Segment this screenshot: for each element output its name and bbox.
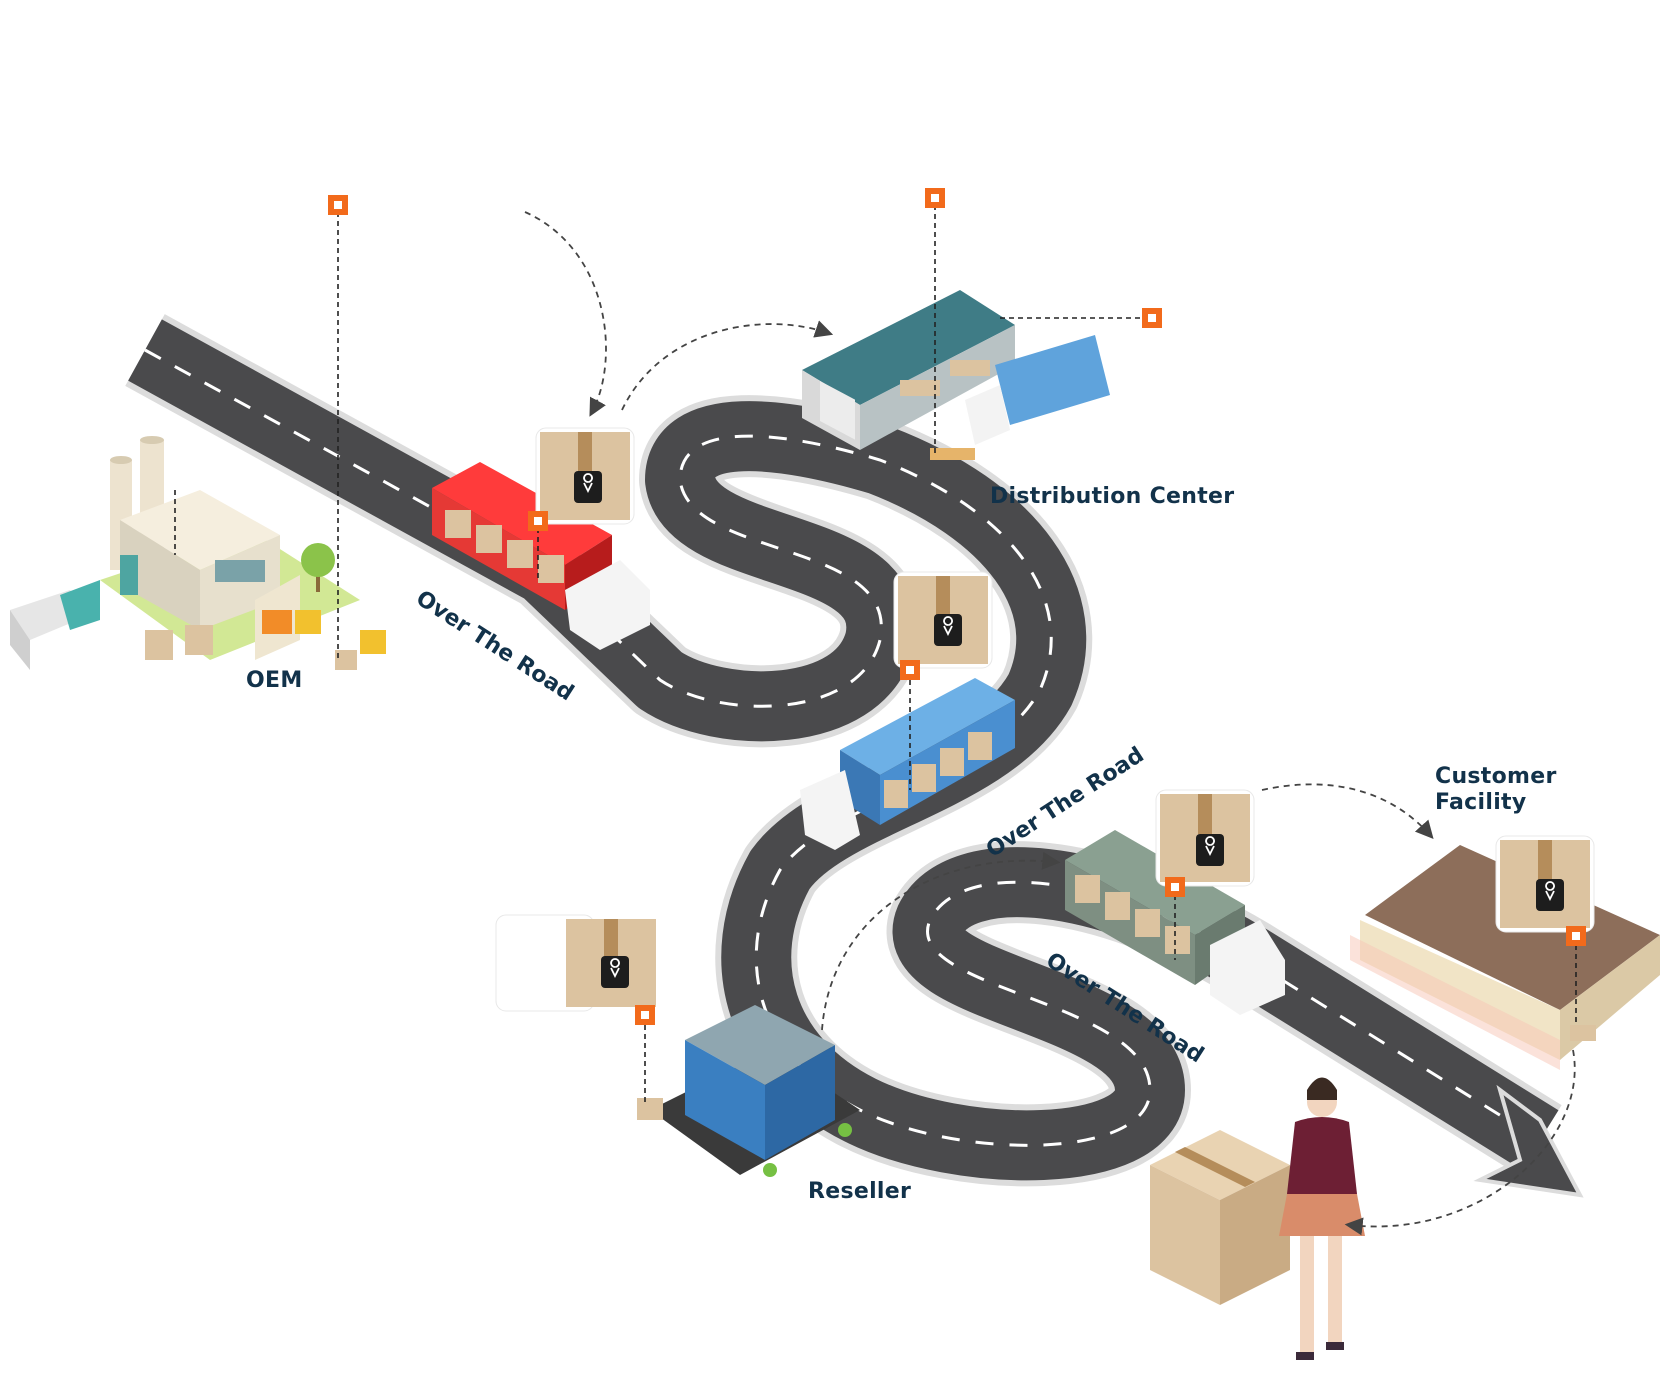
marker-squares <box>328 188 1586 1025</box>
marker-square-icon <box>328 195 348 215</box>
reseller-label: Reseller <box>808 1179 912 1204</box>
tracker-icon <box>573 470 603 504</box>
tracker-icon <box>1535 878 1565 912</box>
marker-square-icon <box>1165 877 1185 897</box>
distribution-center-warehouse <box>802 290 1015 460</box>
tracker-box-popup-2 <box>893 571 993 669</box>
marker-square-icon <box>1566 926 1586 946</box>
road-arrowhead <box>1473 1084 1584 1198</box>
tracker-box-popup-4 <box>495 914 656 1012</box>
marker-square-icon <box>635 1005 655 1025</box>
flow-arrows <box>524 211 1576 1236</box>
oem-pallets <box>145 625 357 670</box>
customer-person <box>1279 1077 1365 1360</box>
truck-green <box>1065 830 1285 1015</box>
truck-red <box>432 462 650 650</box>
forklift <box>295 610 386 654</box>
marker-square-icon <box>528 511 548 531</box>
tracker-icon <box>1195 833 1225 867</box>
marker-square-icon <box>925 188 945 208</box>
leader-lines <box>174 205 1577 1105</box>
reseller-building <box>637 1005 860 1177</box>
marker-square-icon <box>1142 308 1162 328</box>
oem-factory <box>100 436 360 660</box>
tracker-box-popup-3 <box>1155 789 1255 887</box>
truck-blue <box>800 678 1015 850</box>
tracker-icon <box>933 613 963 647</box>
tree <box>301 543 335 592</box>
customer-facility-label: Customer Facility <box>1435 764 1557 815</box>
oem-label: OEM <box>246 668 303 693</box>
tracker-box-popup-1 <box>535 427 635 525</box>
oem-delivery-truck <box>10 580 100 670</box>
truck-blue-dc <box>965 335 1110 445</box>
customer-box <box>1150 1130 1290 1305</box>
tracker-icon <box>600 955 630 989</box>
distribution-center-label: Distribution Center <box>990 484 1235 509</box>
tracker-box-popup-5 <box>1495 835 1595 933</box>
marker-square-icon <box>900 660 920 680</box>
